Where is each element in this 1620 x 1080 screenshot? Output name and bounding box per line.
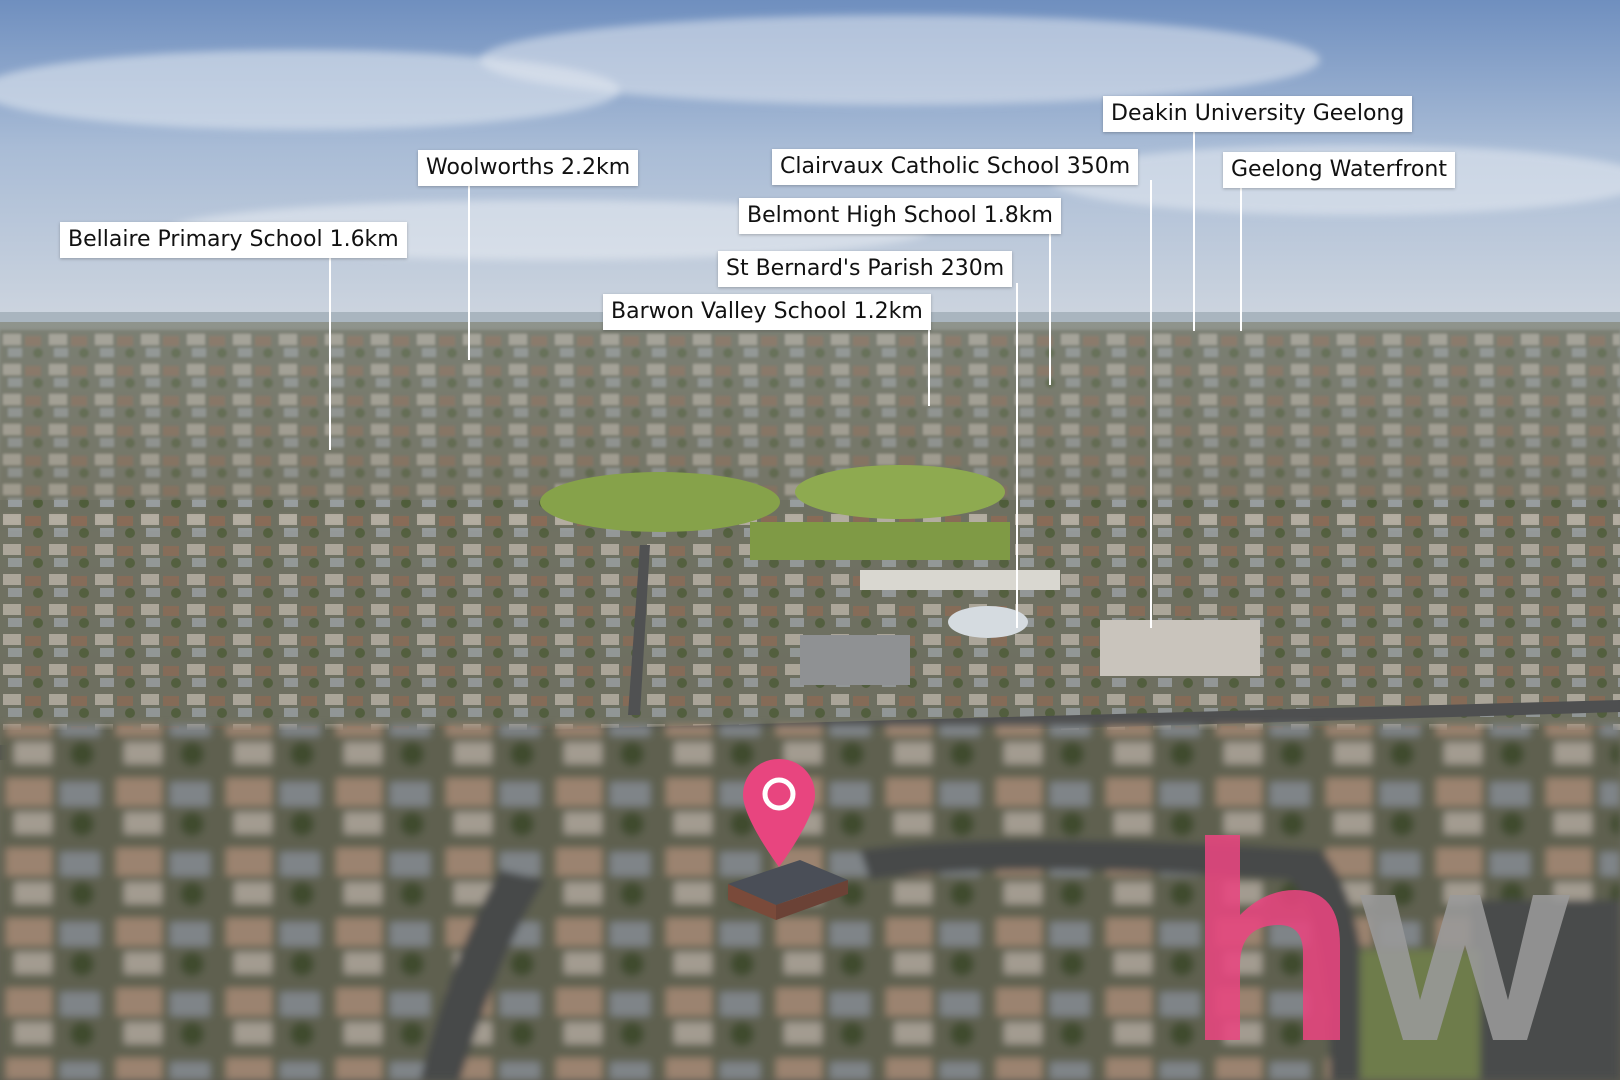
label-woolworths: Woolworths 2.2km — [418, 150, 639, 186]
map-pin-icon — [743, 759, 815, 867]
label-bellaire-primary-school: Bellaire Primary School 1.6km — [60, 222, 407, 258]
hw-brand-logo — [1205, 835, 1570, 1040]
label-geelong-waterfront: Geelong Waterfront — [1223, 152, 1455, 188]
label-belmont-high-school: Belmont High School 1.8km — [739, 198, 1061, 234]
label-barwon-valley-school: Barwon Valley School 1.2km — [603, 294, 931, 330]
label-clairvaux-catholic-school: Clairvaux Catholic School 350m — [772, 149, 1139, 185]
label-deakin-university: Deakin University Geelong — [1103, 96, 1413, 132]
label-st-bernards-parish: St Bernard's Parish 230m — [718, 251, 1013, 287]
